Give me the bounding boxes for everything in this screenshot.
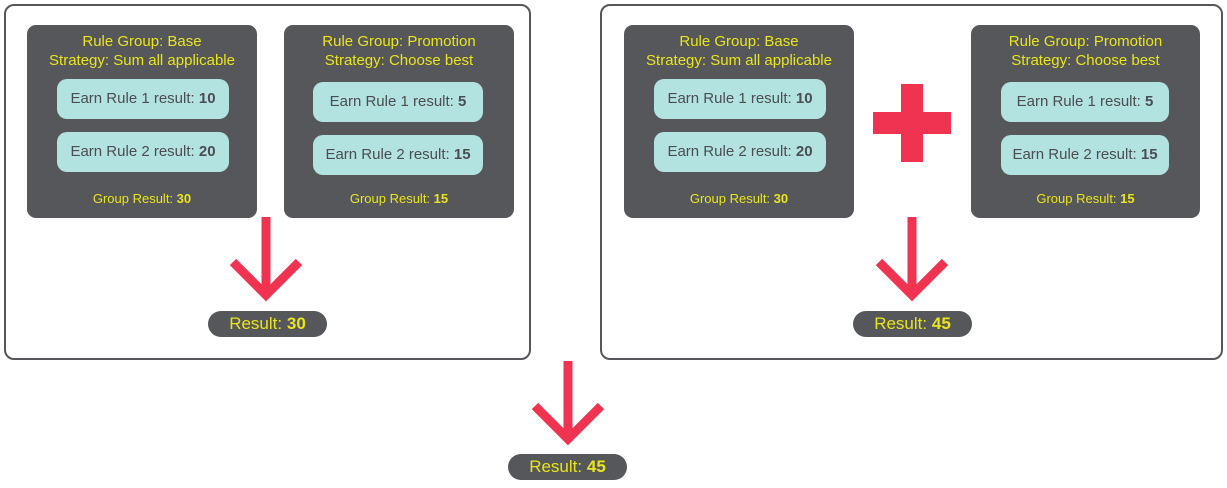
group-result-value: 15 [433,191,449,206]
earn-rule-value: 10 [795,90,813,107]
group-result-value: 30 [773,191,789,206]
earn-rule-2: Earn Rule 2 result: 15 [1001,135,1169,175]
result-label: Result: [229,314,283,333]
earn-rule-value: 10 [198,90,216,107]
group-result-label: Group Result: [1036,191,1117,206]
down-arrow-icon [875,217,949,302]
earn-rule-2: Earn Rule 2 result: 15 [313,135,483,175]
result-label: Result: [874,314,928,333]
earn-rule-2: Earn Rule 2 result: 20 [654,132,826,172]
earn-rule-value: 15 [453,146,471,163]
group-result: Group Result: 15 [971,191,1200,206]
group-strategy: Strategy: Sum all applicable [49,52,235,69]
result-value: 45 [586,457,606,476]
earn-rule-label: Earn Rule 2 result: [1012,146,1137,163]
group-strategy: Strategy: Choose best [1011,52,1160,69]
earn-rule-label: Earn Rule 1 result: [667,90,792,107]
earn-rule-value: 5 [458,93,467,110]
earn-rule-value: 20 [795,143,813,160]
group-result: Group Result: 30 [27,191,257,206]
final-result-badge: Result: 45 [508,454,627,480]
earn-rule-2: Earn Rule 2 result: 20 [57,132,229,172]
plus-icon [873,84,951,162]
earn-rule-label: Earn Rule 1 result: [70,90,195,107]
group-title: Rule Group: Base [679,33,799,50]
group-title: Rule Group: Base [82,33,202,50]
earn-rule-1: Earn Rule 1 result: 10 [654,79,826,119]
earn-rule-value: 20 [198,143,216,160]
earn-rule-label: Earn Rule 2 result: [70,143,195,160]
group-result: Group Result: 30 [624,191,854,206]
result-value: 45 [931,314,951,333]
result-label: Result: [529,457,583,476]
group-strategy: Strategy: Sum all applicable [646,52,832,69]
earn-rule-1: Earn Rule 1 result: 10 [57,79,229,119]
group-result-label: Group Result: [349,191,431,206]
rule-group-promotion: Rule Group: Promotion Strategy: Choose b… [284,25,514,218]
group-title: Rule Group: Promotion [322,33,476,50]
group-title: Rule Group: Promotion [1008,33,1163,50]
rule-group-base: Rule Group: Base Strategy: Sum all appli… [27,25,257,218]
group-result-label: Group Result: [689,191,771,206]
earn-rule-label: Earn Rule 1 result: [1016,93,1141,110]
group-result-value: 15 [1120,191,1135,206]
earn-rule-label: Earn Rule 1 result: [329,93,454,110]
result-badge: Result: 45 [853,311,972,337]
earn-rule-1: Earn Rule 1 result: 5 [1001,82,1169,122]
earn-rule-label: Earn Rule 2 result: [325,146,450,163]
earn-rule-value: 5 [1145,93,1154,110]
rule-group-base: Rule Group: Base Strategy: Sum all appli… [624,25,854,218]
group-result-value: 30 [176,191,192,206]
group-strategy: Strategy: Choose best [324,52,474,69]
group-result: Group Result: 15 [284,191,514,206]
result-badge: Result: 30 [208,311,327,337]
earn-rule-value: 15 [1140,146,1158,163]
earn-rule-1: Earn Rule 1 result: 5 [313,82,483,122]
rule-group-promotion: Rule Group: Promotion Strategy: Choose b… [971,25,1200,218]
earn-rule-label: Earn Rule 2 result: [667,143,792,160]
down-arrow-icon [229,217,303,302]
result-value: 30 [286,314,306,333]
final-down-arrow-icon [531,361,605,446]
group-result-label: Group Result: [92,191,174,206]
